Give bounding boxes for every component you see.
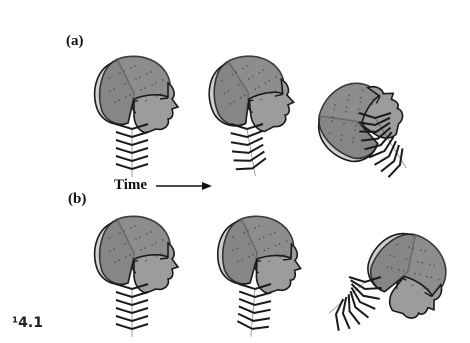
head-b2 [205, 205, 315, 340]
head-b3 [325, 222, 455, 342]
figure-number: ¹4.1 [12, 315, 43, 331]
head-a3 [305, 60, 445, 180]
head-b1 [80, 205, 190, 340]
time-label: Time [114, 177, 147, 194]
time-arrow-icon [156, 179, 216, 193]
head-a2 [195, 45, 305, 175]
head-a1 [80, 45, 190, 175]
